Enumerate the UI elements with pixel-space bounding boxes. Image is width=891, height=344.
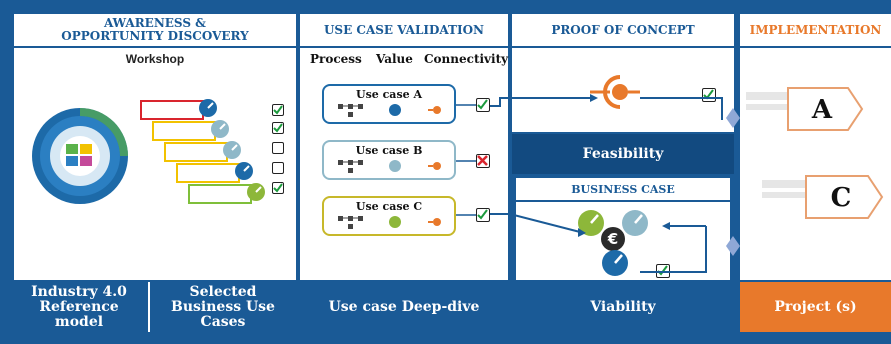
business-case-label: BUSINESS CASE	[571, 182, 675, 196]
gauge-icon	[389, 160, 401, 172]
criteria-process: Process	[310, 52, 362, 66]
business-case-header: BUSINESS CASE	[516, 178, 730, 200]
project-c-shadow-2	[762, 192, 806, 198]
reference-model-footer: Industry 4.0 Reference model	[14, 282, 144, 332]
awareness-title: AWARENESS & OPPORTUNITY DISCOVERY	[61, 16, 249, 43]
use-case-b-box: Use case B	[322, 140, 456, 180]
feasibility-label: Feasibility	[582, 145, 664, 162]
check-icon	[273, 123, 283, 133]
feasibility-block: Feasibility	[512, 134, 734, 174]
selected-use-cases-footer: Selected Business Use Cases	[148, 282, 296, 332]
process-flow-icon	[338, 216, 363, 229]
checkbox-empty	[272, 142, 284, 154]
use-case-c-box: Use case C	[322, 196, 456, 236]
selected-use-cases-label: Selected Business Use Cases	[171, 283, 275, 330]
gauge-icon	[622, 210, 648, 236]
orange-connector-icon	[428, 162, 441, 170]
checkbox-checked	[272, 182, 284, 194]
validation-panel: Process Value Connectivity Use case A Us…	[300, 48, 508, 280]
project-c-shadow	[762, 180, 818, 188]
check-icon	[477, 209, 488, 220]
cross-icon	[477, 155, 488, 166]
svg-text:€: €	[607, 230, 618, 248]
poc-title: PROOF OF CONCEPT	[551, 22, 695, 37]
project-a-arrow-icon: A	[787, 87, 864, 131]
euro-icon: €	[601, 227, 625, 251]
awareness-header: AWARENESS & OPPORTUNITY DISCOVERY	[14, 14, 296, 46]
checkbox-checked	[272, 104, 284, 116]
orange-connector-icon	[428, 218, 441, 226]
awareness-panel: Workshop	[14, 48, 296, 280]
project-a-letter: A	[811, 95, 833, 125]
result-connector-lines	[456, 104, 476, 216]
gauge-icon	[389, 104, 401, 116]
implementation-panel: A C	[740, 48, 891, 280]
gauge-icon	[199, 99, 217, 117]
orange-connector-icon	[428, 106, 441, 114]
gauge-icon	[602, 250, 628, 276]
criteria-connectivity: Connectivity	[424, 52, 509, 66]
gauge-icon	[389, 216, 401, 228]
orange-connector-icon	[590, 75, 640, 109]
viability-label: Viability	[590, 298, 656, 315]
gauge-icon	[247, 183, 265, 201]
deep-dive-footer: Use case Deep-dive	[300, 282, 508, 332]
use-case-b-label: Use case B	[355, 144, 423, 157]
project-c-letter: C	[831, 183, 852, 213]
projects-label: Project (s)	[774, 298, 857, 315]
implementation-header: IMPLEMENTATION	[740, 14, 891, 46]
gauge-icon	[235, 162, 253, 180]
implementation-title: IMPLEMENTATION	[749, 22, 882, 37]
checkbox-checked	[272, 122, 284, 134]
project-c-arrow-icon: C	[805, 175, 884, 219]
process-flow-icon	[338, 160, 363, 173]
workshop-label: Workshop	[125, 52, 185, 66]
process-flow-icon	[338, 104, 363, 117]
project-a-shadow-2	[746, 104, 790, 110]
check-icon	[477, 99, 488, 110]
use-case-a-box: Use case A	[322, 84, 456, 124]
validation-header: USE CASE VALIDATION	[300, 14, 508, 46]
use-case-b-result	[476, 154, 490, 168]
project-a-shadow	[746, 92, 802, 100]
check-icon	[273, 183, 283, 193]
projects-footer: Project (s)	[740, 282, 891, 332]
deep-dive-label: Use case Deep-dive	[328, 298, 480, 315]
criteria-value: Value	[376, 52, 413, 66]
use-case-a-result	[476, 98, 490, 112]
business-case-panel: €	[516, 202, 730, 280]
gauge-icon	[223, 141, 241, 159]
reference-model-label: Industry 4.0 Reference model	[31, 283, 127, 330]
checkbox-empty	[272, 162, 284, 174]
check-icon	[273, 105, 283, 115]
viability-footer: Viability	[512, 282, 734, 332]
use-case-c-result	[476, 208, 490, 222]
gauge-icon	[211, 120, 229, 138]
use-case-c-label: Use case C	[355, 200, 423, 213]
gauge-icon	[578, 210, 604, 236]
use-case-a-label: Use case A	[356, 88, 422, 101]
validation-title: USE CASE VALIDATION	[323, 22, 485, 37]
poc-header: PROOF OF CONCEPT	[512, 14, 734, 46]
reference-model-wheel-icon	[32, 108, 128, 204]
